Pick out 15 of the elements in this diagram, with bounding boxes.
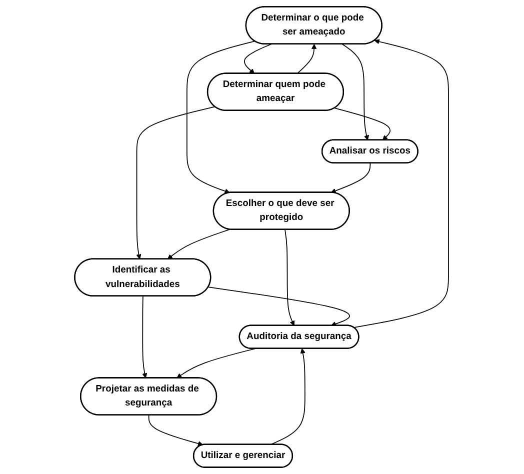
arrow [136,106,216,260]
arrow [354,39,450,328]
arrow [176,348,256,378]
arrow [186,40,256,194]
arrow [148,414,204,446]
arrow [284,229,295,326]
arrow [334,108,391,140]
arrow [331,162,372,194]
arrow [168,228,230,260]
arrow [342,44,370,140]
arrow [244,44,272,74]
arrow [208,286,350,326]
arrow [270,348,306,446]
arrow [297,44,318,74]
arrow [142,296,148,378]
